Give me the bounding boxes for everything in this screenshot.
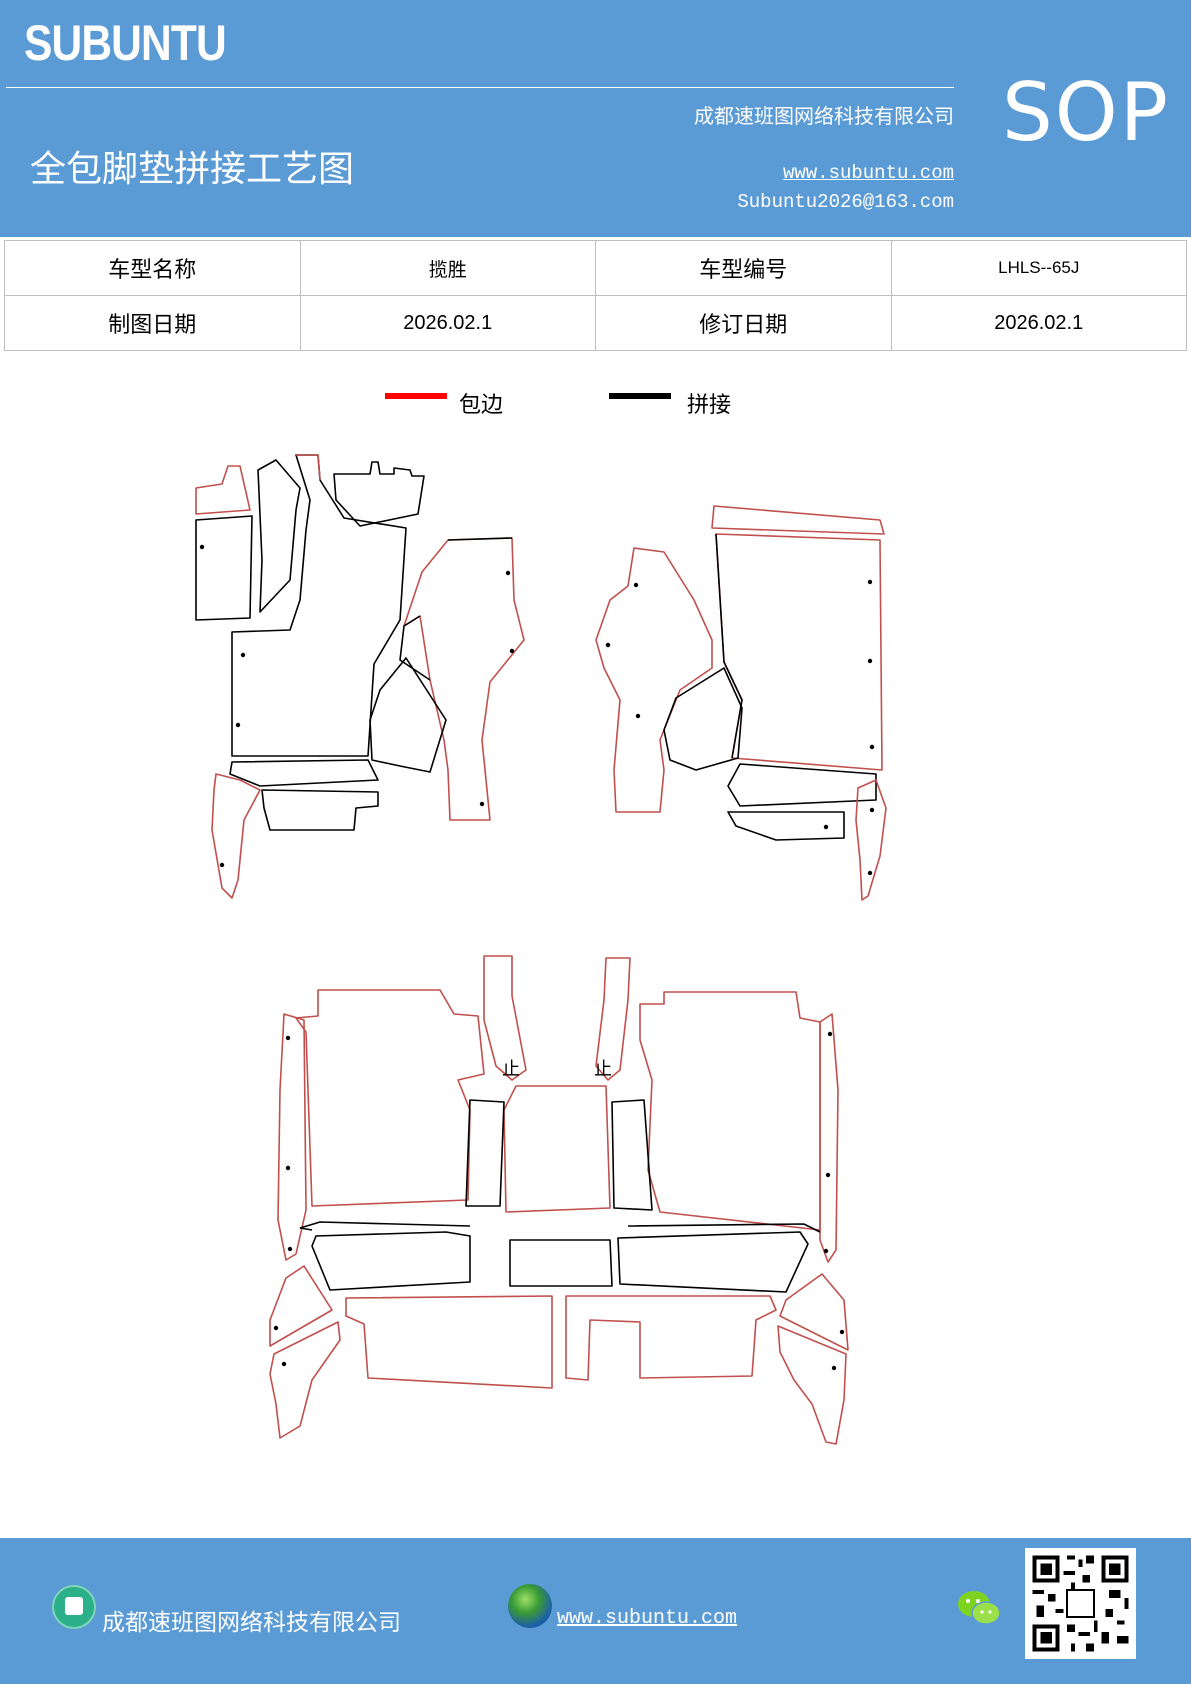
mat-piece: [369, 657, 447, 773]
mat-piece: [595, 957, 631, 1081]
revision-date-label: 修订日期: [595, 295, 892, 351]
page-title: 全包脚垫拼接工艺图: [30, 149, 355, 190]
header-email: Subuntu2026@163.com: [737, 191, 954, 213]
mat-piece: [403, 537, 525, 821]
front-left-mat-group: [195, 454, 525, 899]
mat-piece: [269, 1321, 341, 1439]
mat-piece: [715, 533, 743, 759]
wechat-icon[interactable]: [956, 1588, 1002, 1628]
model-name-value: 揽胜: [299, 240, 596, 296]
mat-piece: [663, 667, 743, 771]
seam-line: [627, 1223, 821, 1233]
header-divider: [6, 87, 954, 88]
header-banner: [0, 0, 1191, 237]
mat-piece: [257, 459, 301, 613]
mat-piece: [195, 515, 253, 621]
mat-piece: [727, 763, 877, 807]
brand-logo: SUBUNTU: [24, 15, 227, 71]
mat-piece: [269, 1265, 333, 1347]
table-row: 制图日期 2026.02.1 修订日期 2026.02.1: [4, 295, 1187, 351]
stop-mark: 止: [594, 1059, 612, 1080]
sop-badge: SOP: [1002, 66, 1170, 159]
mat-piece: [333, 461, 425, 527]
mat-piece: [465, 1099, 505, 1207]
mat-piece: [715, 533, 883, 771]
mat-piece: [211, 773, 261, 899]
mat-piece: [777, 1325, 847, 1445]
stop-mark: 止: [502, 1059, 520, 1080]
mat-piece: [595, 547, 713, 813]
footer-website-link[interactable]: www.subuntu.com: [557, 1607, 738, 1630]
mat-piece: [311, 1231, 471, 1291]
mat-piece: [229, 759, 379, 787]
front-right-mat-group: [595, 505, 887, 901]
mat-piece: [611, 1099, 653, 1211]
mat-piece: [277, 1013, 307, 1261]
mat-piece: [195, 465, 251, 515]
building-icon: [52, 1585, 96, 1629]
mat-piece: [855, 779, 887, 901]
mat-piece: [617, 1231, 809, 1293]
model-code-value: LHLS--65J: [890, 240, 1187, 296]
mat-piece: [483, 955, 527, 1081]
mat-piece: [399, 537, 513, 681]
mat-piece: [261, 789, 379, 831]
mat-piece: [231, 454, 407, 757]
revision-date-value: 2026.02.1: [890, 295, 1187, 351]
draw-date-label: 制图日期: [4, 295, 301, 351]
mat-piece: [639, 991, 821, 1231]
qr-code[interactable]: [1025, 1548, 1136, 1659]
rear-mat-group: [269, 955, 849, 1445]
mat-piece: [565, 1295, 777, 1381]
legend-edge-swatch: [385, 393, 447, 399]
model-code-label: 车型编号: [595, 240, 892, 296]
legend-edge-label: 包边: [459, 393, 504, 418]
reference-dots: [199, 544, 875, 1371]
footer-company: 成都速班图网络科技有限公司: [102, 1610, 401, 1636]
draw-date-value: 2026.02.1: [299, 295, 596, 351]
globe-icon: [508, 1584, 552, 1628]
table-row: 车型名称 揽胜 车型编号 LHLS--65J: [4, 240, 1187, 296]
mat-piece: [503, 1085, 611, 1213]
vehicle-info-table: 车型名称 揽胜 车型编号 LHLS--65J 制图日期 2026.02.1 修订…: [4, 240, 1187, 351]
mat-piece: [711, 505, 885, 535]
mat-piece: [345, 1295, 553, 1389]
mat-piece: [509, 1239, 613, 1287]
mat-piece: [296, 454, 321, 481]
floor-mat-diagram: 止 止: [195, 454, 887, 1445]
mat-piece: [819, 1013, 839, 1263]
mat-piece: [779, 1273, 849, 1351]
mat-piece: [295, 989, 485, 1207]
mat-piece: [727, 811, 845, 841]
legend-seam-swatch: [609, 393, 671, 399]
header-website-link[interactable]: www.subuntu.com: [782, 162, 954, 184]
seam-line: [299, 1221, 471, 1231]
header-company: 成都速班图网络科技有限公司: [694, 104, 954, 128]
legend-seam-label: 拼接: [687, 393, 732, 418]
model-name-label: 车型名称: [4, 240, 301, 296]
